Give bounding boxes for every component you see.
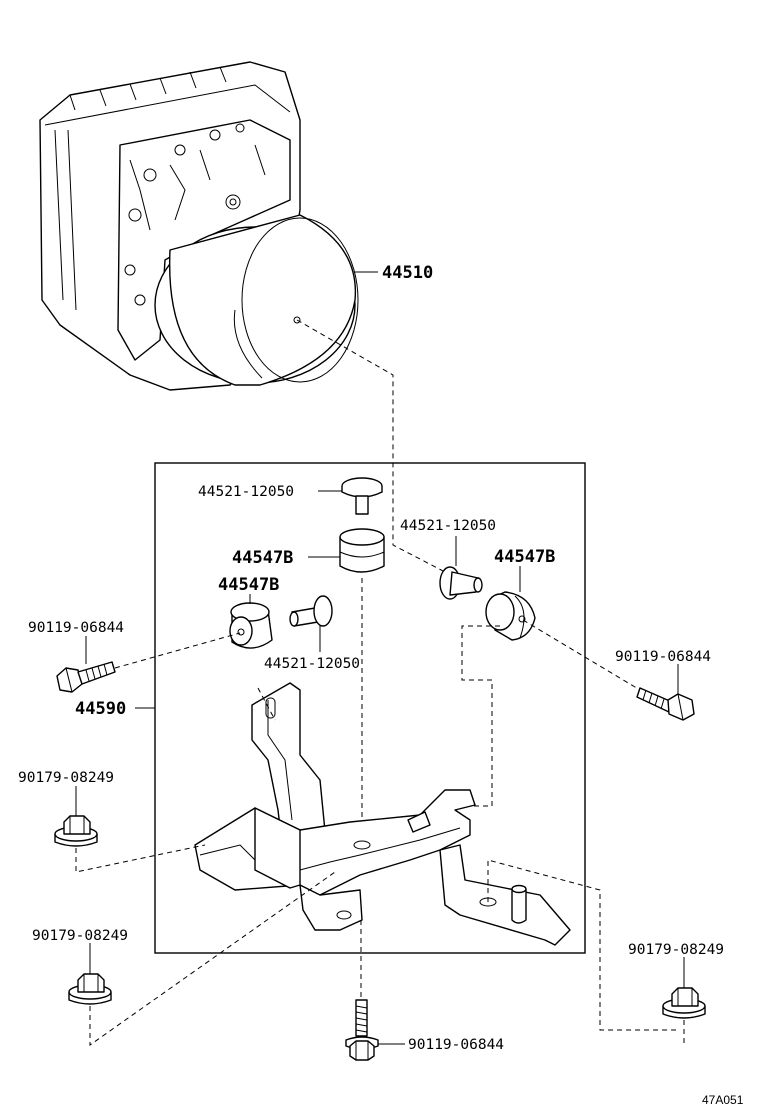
label-cushion-top: 44547B (232, 548, 293, 568)
stud-bolt-mid-left[interactable] (289, 595, 333, 627)
label-nut-left-lower: 90179-08249 (32, 928, 128, 944)
reference-code: 47A051 (702, 1093, 744, 1107)
nut-left-lower[interactable] (68, 973, 112, 1005)
bracket[interactable] (194, 682, 571, 946)
label-bolt-top-left: 44521-12050 (198, 484, 294, 500)
label-screw-right: 90119-06844 (615, 649, 711, 665)
label-cushion-left: 44547B (218, 575, 279, 595)
screw-right[interactable] (636, 687, 695, 721)
screw-left[interactable] (56, 661, 116, 693)
label-cushion-right: 44547B (494, 547, 555, 567)
stud-bolt-top[interactable] (341, 477, 383, 515)
label-bolt-mid-right: 44521-12050 (400, 518, 496, 534)
abs-actuator[interactable] (39, 61, 378, 391)
label-nut-right: 90179-08249 (628, 942, 724, 958)
nut-left-upper[interactable] (54, 815, 98, 847)
screw-bottom[interactable] (345, 999, 379, 1061)
label-actuator: 44510 (382, 263, 433, 283)
label-screw-left: 90119-06844 (28, 620, 124, 636)
label-screw-bottom: 90119-06844 (408, 1037, 504, 1053)
label-bolt-mid-left: 44521-12050 (264, 656, 360, 672)
stud-bolt-mid-right[interactable] (439, 566, 483, 600)
cushion-left[interactable] (229, 602, 273, 649)
nut-right[interactable] (662, 987, 706, 1019)
cushion-right[interactable] (485, 591, 536, 641)
label-nut-left-upper: 90179-08249 (18, 770, 114, 786)
cushion-top[interactable] (339, 528, 385, 573)
label-bracket-assy: 44590 (75, 699, 126, 719)
